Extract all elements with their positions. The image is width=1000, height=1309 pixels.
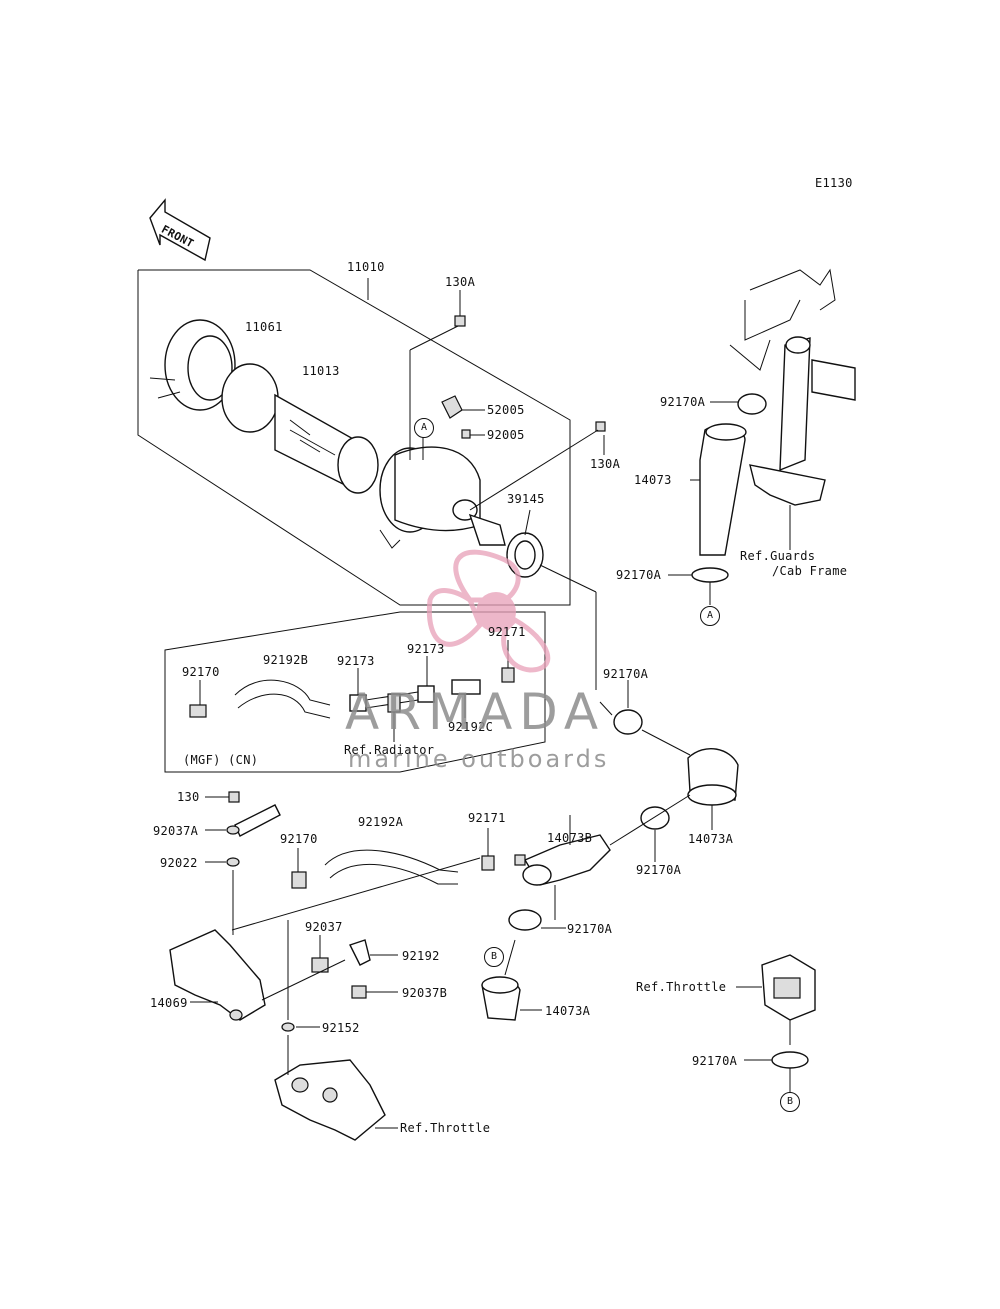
clamp-92170A-r1 — [710, 393, 767, 415]
callout-b-center: B — [484, 947, 504, 967]
inset-hose-92192B — [189, 679, 331, 719]
clamp-92037 — [311, 935, 329, 973]
callout-a-right: A — [700, 606, 720, 626]
label-cab-frame: /Cab Frame — [772, 564, 848, 578]
frame-cab — [729, 268, 856, 550]
watermark-subtitle: marine outboards — [348, 745, 610, 773]
clamp-92170A-low — [609, 794, 691, 862]
bracket-14069 — [169, 929, 346, 1021]
callout-a-housing: A — [414, 418, 434, 438]
label-92152: 92152 — [322, 1021, 360, 1035]
clamp-92171-low — [481, 828, 495, 871]
label-11061: 11061 — [245, 320, 283, 334]
bolt-130 — [205, 791, 240, 803]
washer-92152 — [281, 920, 320, 1032]
watermark-propeller — [426, 549, 551, 673]
label-92171-box: 92171 — [488, 625, 526, 639]
label-130: 130 — [177, 790, 200, 804]
inset-hose-92192C — [451, 640, 515, 718]
inset-connector-92173 — [349, 656, 435, 742]
label-92170A-r2: 92170A — [616, 568, 662, 582]
label-92173-b: 92173 — [407, 642, 445, 656]
label-ref-radiator: Ref.Radiator — [344, 743, 435, 757]
boot-14073A-center — [481, 939, 542, 1021]
bolt-130A-right — [469, 421, 606, 511]
label-ref-guards: Ref.Guards — [740, 549, 816, 563]
label-92170-box: 92170 — [182, 665, 220, 679]
label-92170A-r1: 92170A — [660, 395, 706, 409]
diagram-code: E1130 — [815, 176, 853, 190]
label-92173-a: 92173 — [337, 654, 375, 668]
hose-92192A — [231, 848, 481, 931]
label-14073A-right: 14073A — [688, 832, 734, 846]
label-92170A-low: 92170A — [636, 863, 682, 877]
label-14073: 14073 — [634, 473, 672, 487]
watermark-title: ARMADA — [345, 683, 606, 741]
label-92192A: 92192A — [358, 815, 404, 829]
label-92022: 92022 — [160, 856, 198, 870]
label-ref-throttle-right: Ref.Throttle — [636, 980, 727, 994]
air-cleaner-housing — [379, 324, 506, 549]
label-92170A-br: 92170A — [692, 1054, 738, 1068]
mgf-cn-inset-box — [164, 611, 546, 773]
label-130A-top: 130A — [445, 275, 476, 289]
boot-14073A-right — [687, 748, 739, 830]
label-14069: 14069 — [150, 996, 188, 1010]
label-92192B: 92192B — [263, 653, 309, 667]
clamp-92170A-r2 — [668, 567, 729, 605]
clamp-92170A-c — [508, 909, 566, 931]
label-39145: 39145 — [507, 492, 545, 506]
assembly-bracket-11010 — [137, 269, 571, 606]
part-52005 — [441, 395, 463, 419]
label-92037A: 92037A — [153, 824, 199, 838]
duct-39145 — [506, 509, 597, 690]
label-11010: 11010 — [347, 260, 385, 274]
label-11013: 11013 — [302, 364, 340, 378]
label-92005: 92005 — [487, 428, 525, 442]
label-92171-low: 92171 — [468, 811, 506, 825]
seal-ring-11061 — [221, 363, 279, 433]
label-92170A-mid: 92170A — [603, 667, 649, 681]
air-cleaner-cover — [149, 319, 236, 411]
pipe-14073 — [699, 423, 747, 556]
washer-92022 — [205, 857, 240, 935]
label-ref-throttle-low: Ref.Throttle — [400, 1121, 491, 1135]
label-14073B: 14073B — [547, 831, 593, 845]
label-92037: 92037 — [305, 920, 343, 934]
label-92170-low: 92170 — [280, 832, 318, 846]
clamp-92170A-br — [744, 1051, 809, 1092]
label-52005: 52005 — [487, 403, 525, 417]
label-130A-right: 130A — [590, 457, 621, 471]
throttle-body-right — [736, 954, 816, 1045]
filter-element-11013 — [274, 393, 379, 494]
label-92192C: 92192C — [448, 720, 494, 734]
bracket-92037A — [205, 804, 281, 837]
hose-92192 — [349, 939, 398, 966]
label-14073A-center: 14073A — [545, 1004, 591, 1018]
part-92005 — [461, 429, 471, 439]
label-mgf-cn: (MGF) (CN) — [183, 753, 259, 767]
label-92192: 92192 — [402, 949, 440, 963]
pipe-14073B — [514, 815, 611, 920]
clamp-92037B — [351, 985, 398, 999]
clamp-92170A-mid — [599, 680, 691, 756]
label-92170A-c: 92170A — [567, 922, 613, 936]
label-92037B: 92037B — [402, 986, 448, 1000]
bolt-130A-top — [454, 290, 466, 327]
front-arrow-icon — [149, 198, 211, 262]
callout-b-right: B — [780, 1092, 800, 1112]
throttle-body-low — [274, 1035, 398, 1141]
